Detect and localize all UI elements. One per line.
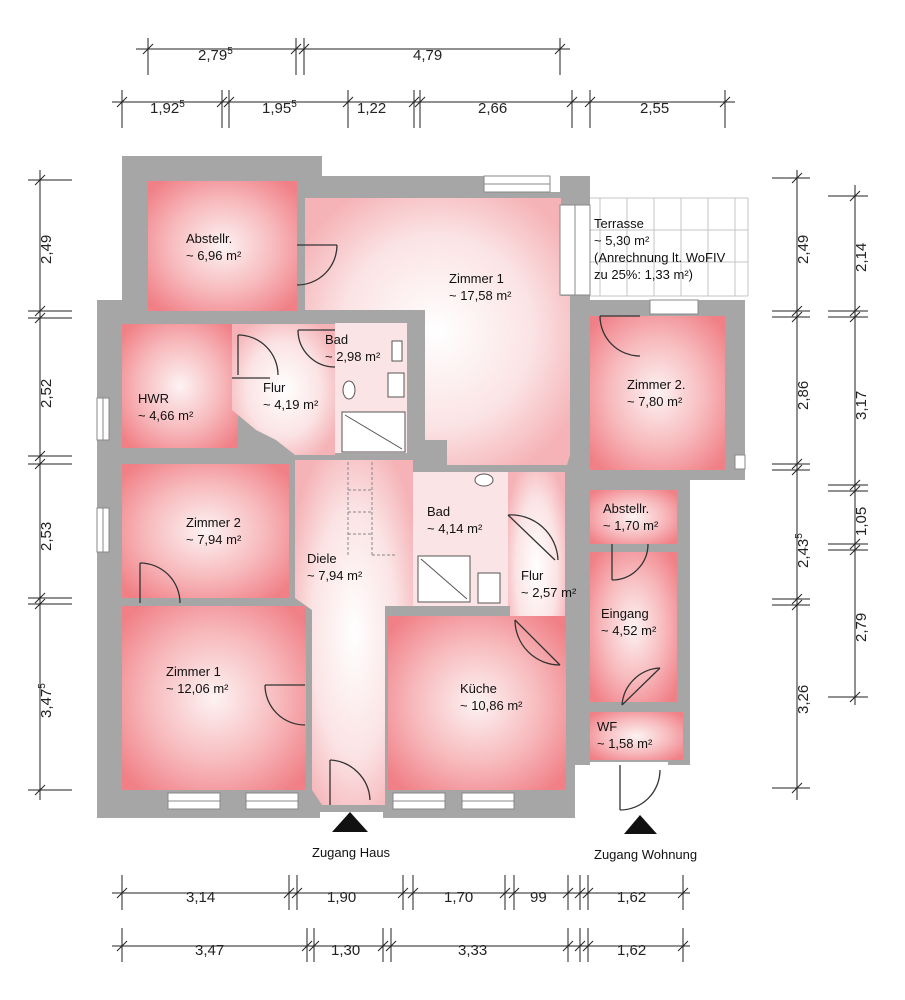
label-zimmer1-left-name: Zimmer 1 xyxy=(166,664,221,679)
dim-right-outer-2: 1,05 xyxy=(853,507,870,536)
label-terrasse-note2: zu 25%: 1,33 m²) xyxy=(594,267,693,282)
label-bad-mid-name: Bad xyxy=(427,504,450,519)
room-terrasse xyxy=(590,198,748,298)
dim-top2-3: 2,66 xyxy=(478,100,507,117)
dim-left-1: 2,52 xyxy=(38,379,55,408)
room-abstellr-right xyxy=(590,490,677,544)
dim-left-3: 3,475 xyxy=(37,683,55,718)
label-zimmer2-right-name: Zimmer 2. xyxy=(627,377,686,392)
dim-left-2: 2,53 xyxy=(38,522,55,551)
label-bad-top-area: ~ 2,98 m² xyxy=(325,349,381,364)
terrace-grid xyxy=(590,197,749,297)
dim-top2-1: 1,955 xyxy=(262,99,297,117)
dim-bot1-2: 1,70 xyxy=(444,889,473,906)
dim-right-inner-2: 2,435 xyxy=(794,533,812,568)
room-zimmer2-right xyxy=(590,316,725,470)
label-bad-mid-area: ~ 4,14 m² xyxy=(427,521,483,536)
wc-top xyxy=(342,380,356,400)
label-zimmer2-left-area: ~ 7,94 m² xyxy=(186,532,242,547)
dim-top2-4: 2,55 xyxy=(640,100,669,117)
dim-bot2-0: 3,47 xyxy=(195,942,224,959)
label-zimmer2-left-name: Zimmer 2 xyxy=(186,515,241,530)
dim-left-0: 2,49 xyxy=(38,235,55,264)
dim-top1-0: 2,795 xyxy=(198,46,233,64)
label-flur-mid-area: ~ 2,57 m² xyxy=(521,585,577,600)
room-zimmer1-top xyxy=(305,198,570,465)
label-zimmer2-right-area: ~ 7,80 m² xyxy=(627,394,683,409)
label-flur-mid-name: Flur xyxy=(521,568,544,583)
label-kueche-name: Küche xyxy=(460,681,497,696)
label-kueche-area: ~ 10,86 m² xyxy=(460,698,523,713)
dim-right-outer-0: 2,14 xyxy=(853,243,870,272)
dim-right-inner-0: 2,49 xyxy=(795,235,812,264)
dim-right-inner-3: 3,26 xyxy=(795,685,812,714)
dim-bot2-2: 3,33 xyxy=(458,942,487,959)
dim-bot1-4: 1,62 xyxy=(617,889,646,906)
dimension-lines xyxy=(28,38,868,962)
label-hwr-name: HWR xyxy=(138,391,169,406)
dim-bot1-3: 99 xyxy=(530,889,547,906)
label-wf-name: WF xyxy=(597,719,617,734)
label-terrasse-note1: (Anrechnung lt. WoFIV xyxy=(594,250,726,265)
sink-mid xyxy=(474,473,494,487)
label-zimmer1-left-area: ~ 12,06 m² xyxy=(166,681,229,696)
window-zimmer2r xyxy=(649,299,699,315)
entrance-wohnung-label: Zugang Wohnung xyxy=(594,847,697,862)
room-wf xyxy=(590,712,683,760)
label-diele-area: ~ 7,94 m² xyxy=(307,568,363,583)
label-zimmer1-top-name: Zimmer 1 xyxy=(449,271,504,286)
window-right-1 xyxy=(734,454,746,470)
dim-top1-1: 4,79 xyxy=(413,47,442,64)
label-eingang-name: Eingang xyxy=(601,606,649,621)
dim-right-outer-3: 2,79 xyxy=(853,613,870,642)
rooms xyxy=(122,181,748,805)
label-abstellr-top-name: Abstellr. xyxy=(186,231,232,246)
room-zimmer2-left xyxy=(122,464,289,598)
entrance-wohnung-marker xyxy=(624,815,657,834)
label-wf-area: ~ 1,58 m² xyxy=(597,736,653,751)
entrance-haus-marker xyxy=(332,812,368,832)
dim-top2-2: 1,22 xyxy=(357,100,386,117)
room-zimmer1-left xyxy=(122,606,306,790)
label-diele-name: Diele xyxy=(307,551,337,566)
room-kueche xyxy=(388,616,566,790)
dim-right-inner-1: 2,86 xyxy=(795,381,812,410)
label-abstellr-right-area: ~ 1,70 m² xyxy=(603,518,659,533)
label-zimmer1-top-area: ~ 17,58 m² xyxy=(449,288,512,303)
dim-bot1-0: 3,14 xyxy=(186,889,215,906)
fixtures xyxy=(341,340,501,604)
room-labels: Abstellr. ~ 6,96 m² Zimmer 1 ~ 17,58 m² … xyxy=(138,216,726,751)
room-diele xyxy=(295,460,413,805)
doors xyxy=(139,244,661,811)
label-flur-top-name: Flur xyxy=(263,380,286,395)
wc-mid xyxy=(477,572,501,604)
dim-bot2-3: 1,62 xyxy=(617,942,646,959)
label-terrasse-area: ~ 5,30 m² xyxy=(594,233,650,248)
label-hwr-area: ~ 4,66 m² xyxy=(138,408,194,423)
label-flur-top-area: ~ 4,19 m² xyxy=(263,397,319,412)
label-bad-top-name: Bad xyxy=(325,332,348,347)
dim-bot2-1: 1,30 xyxy=(331,942,360,959)
label-abstellr-right-name: Abstellr. xyxy=(603,501,649,516)
dim-top2-0: 1,925 xyxy=(150,99,185,117)
label-terrasse-name: Terrasse xyxy=(594,216,644,231)
label-eingang-area: ~ 4,52 m² xyxy=(601,623,657,638)
sink-top xyxy=(387,372,405,398)
room-hwr xyxy=(122,324,238,448)
room-abstellr-top xyxy=(148,181,297,311)
stairs xyxy=(347,462,395,556)
room-eingang xyxy=(590,552,677,702)
label-abstellr-top-area: ~ 6,96 m² xyxy=(186,248,242,263)
dim-bot1-1: 1,90 xyxy=(327,889,356,906)
entrance-haus-label: Zugang Haus xyxy=(312,845,391,860)
dim-right-outer-1: 3,17 xyxy=(853,391,870,420)
